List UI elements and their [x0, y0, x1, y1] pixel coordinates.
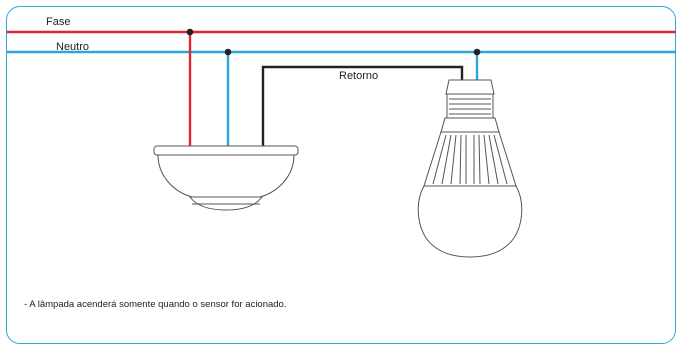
bulb-cap [445, 79, 495, 95]
fase-junction-dot [186, 28, 194, 36]
presence-sensor [153, 145, 299, 211]
light-bulb [417, 79, 523, 258]
bulb-collar [440, 117, 500, 133]
neutro-junction-dot-sensor [224, 48, 232, 56]
fase-label: Fase [46, 16, 71, 28]
retorno-label: Retorno [339, 70, 379, 82]
neutro-label: Neutro [56, 41, 90, 53]
retorno-wire [261, 65, 464, 147]
bulb-thread-lines [449, 98, 491, 115]
bulb-globe [417, 185, 523, 258]
diagram-frame [6, 6, 676, 344]
bulb-heatsink [423, 131, 517, 187]
neutro-junction-dot-lamp [473, 48, 481, 56]
sensor-body [157, 154, 295, 198]
footnote-text: - A lâmpada acenderá somente quando o se… [24, 299, 287, 310]
bulb-heatsink-fins [432, 134, 508, 185]
sensor-base-plate [153, 145, 299, 156]
